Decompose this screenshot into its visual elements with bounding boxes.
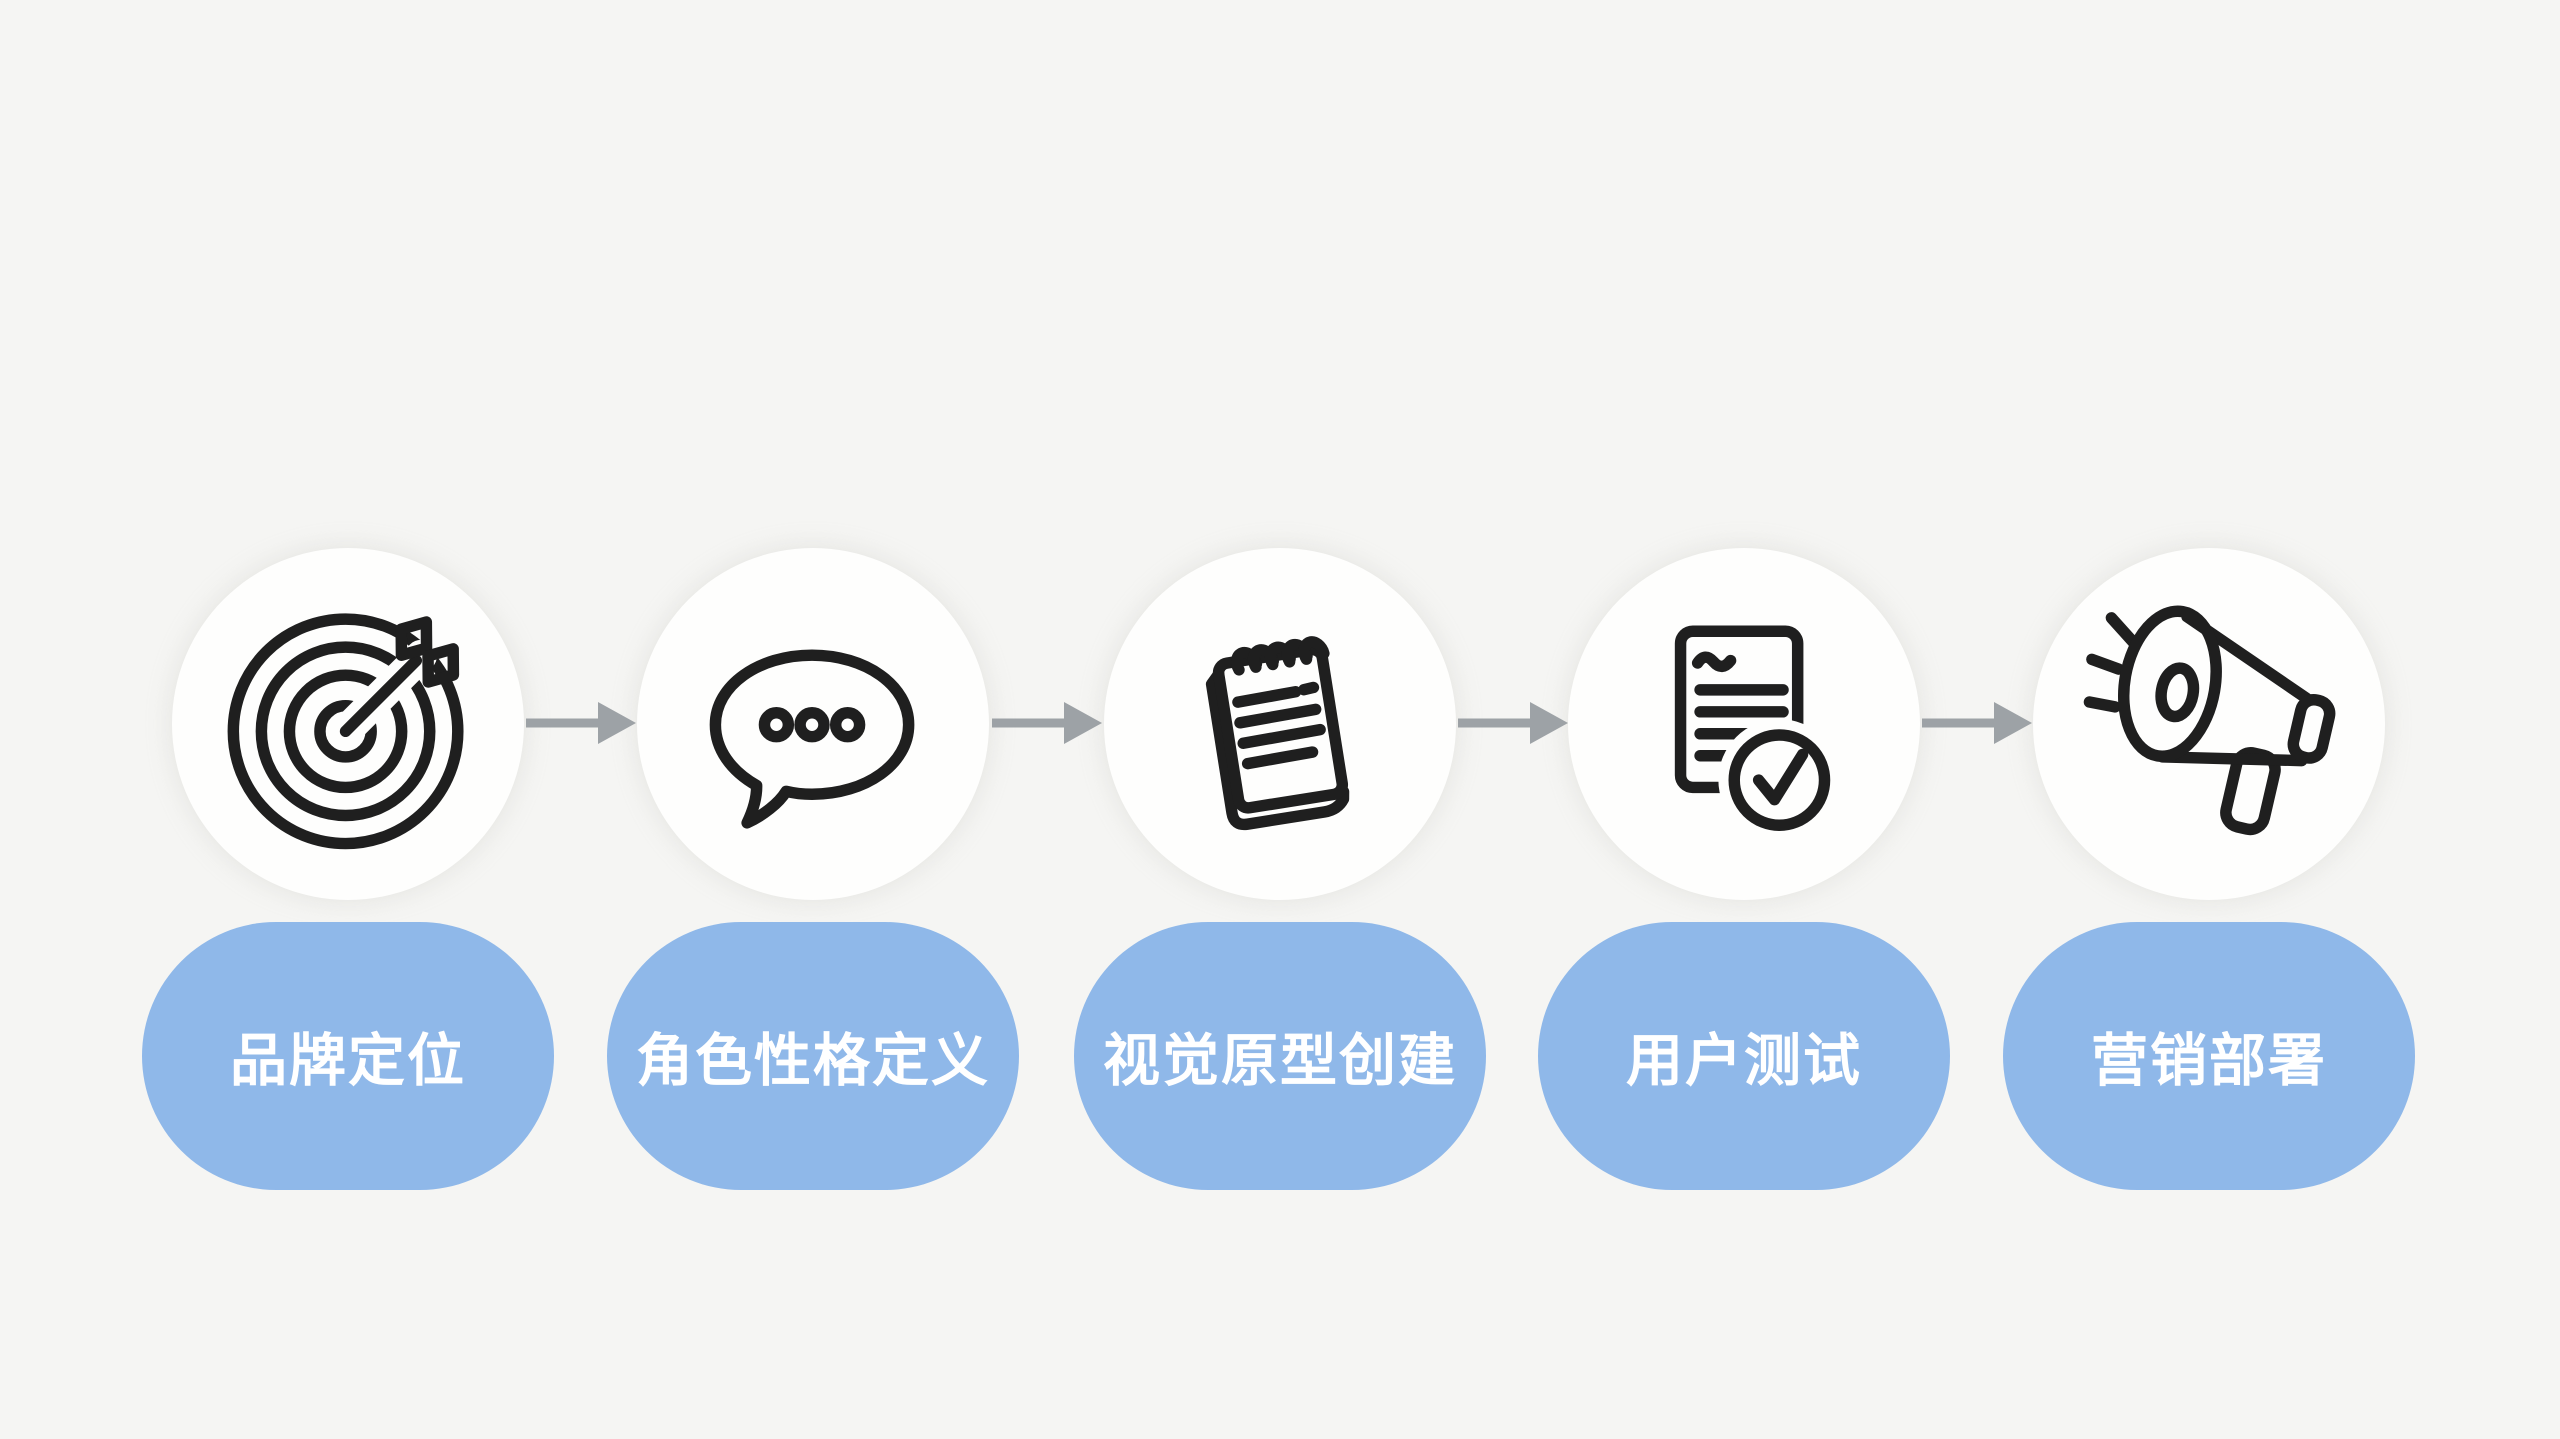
flow-arrow-icon: [526, 702, 636, 744]
step-3-label-pill: 视觉原型创建: [1074, 922, 1486, 1190]
process-step-marketing-deployment: 营销部署: [2003, 548, 2415, 1190]
step-2-label: 角色性格定义: [636, 1029, 990, 1093]
step-2-icon-circle: [637, 548, 989, 900]
process-step-personality-definition: 角色性格定义: [607, 548, 1019, 1190]
flow-arrow-icon: [1922, 702, 2032, 744]
step-5-icon-circle: [2033, 548, 2385, 900]
step-5-label-pill: 营销部署: [2003, 922, 2415, 1190]
document-check-icon: [1674, 625, 1841, 842]
process-step-user-testing: 用户测试: [1538, 548, 1950, 1190]
process-step-brand-positioning: 品牌定位: [142, 548, 554, 1190]
speech-bubble-icon: [709, 649, 915, 829]
step-4-label: 用户测试: [1626, 1029, 1862, 1093]
step-5-label: 营销部署: [2091, 1029, 2327, 1093]
step-1-label: 品牌定位: [230, 1029, 466, 1093]
step-1-label-pill: 品牌定位: [142, 922, 554, 1190]
megaphone-icon: [2083, 605, 2336, 836]
notepad-icon: [1205, 636, 1350, 831]
flow-arrow-icon: [1458, 702, 1568, 744]
step-2-label-pill: 角色性格定义: [607, 922, 1019, 1190]
step-3-label: 视觉原型创建: [1103, 1029, 1457, 1093]
flow-arrow-icon: [992, 702, 1102, 744]
step-4-label-pill: 用户测试: [1538, 922, 1950, 1190]
target-icon: [227, 613, 464, 850]
step-1-icon-circle: [172, 548, 524, 900]
process-step-visual-prototype: 视觉原型创建: [1074, 548, 1486, 1190]
step-4-icon-circle: [1568, 548, 1920, 900]
step-3-icon-circle: [1104, 548, 1456, 900]
